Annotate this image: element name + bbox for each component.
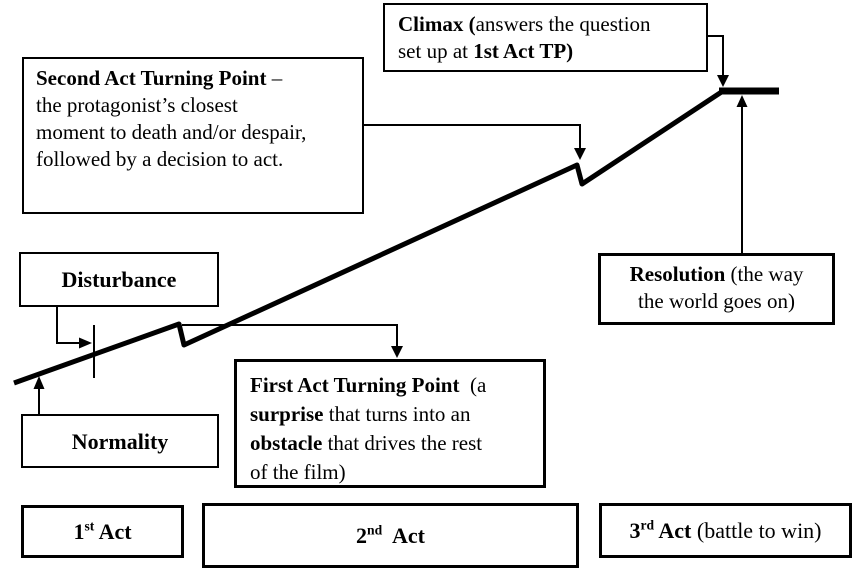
act-3-box: 3rd Act (battle to win) xyxy=(599,503,852,558)
story-line xyxy=(13,88,725,386)
first-act-turning-point-box: First Act Turning Point (a surprise that… xyxy=(234,359,546,488)
second-act-tp-arrow xyxy=(364,124,581,149)
normality-arrowhead-icon xyxy=(33,376,45,389)
climax-arrowhead-icon xyxy=(717,75,729,87)
resolution-box: Resolution (the way the world goes on) xyxy=(598,253,835,325)
disturbance-box: Disturbance xyxy=(19,252,219,307)
disturbance-arrow xyxy=(56,307,80,344)
climax-box: Climax (answers the question set up at 1… xyxy=(383,3,708,72)
resolution-arrowhead-icon xyxy=(736,95,748,107)
first-act-tp-arrowhead-icon xyxy=(391,346,403,358)
first-act-tp-arrow xyxy=(182,324,398,347)
climax-arrow xyxy=(708,35,724,76)
second-act-tp-arrowhead-icon xyxy=(574,148,586,160)
second-act-turning-point-box: Second Act Turning Point – the protagoni… xyxy=(22,57,364,214)
act-1-box: 1st Act xyxy=(21,505,184,558)
act-2-box: 2nd Act xyxy=(202,503,579,568)
disturbance-arrowhead-icon xyxy=(79,337,92,349)
normality-box: Normality xyxy=(21,414,219,468)
